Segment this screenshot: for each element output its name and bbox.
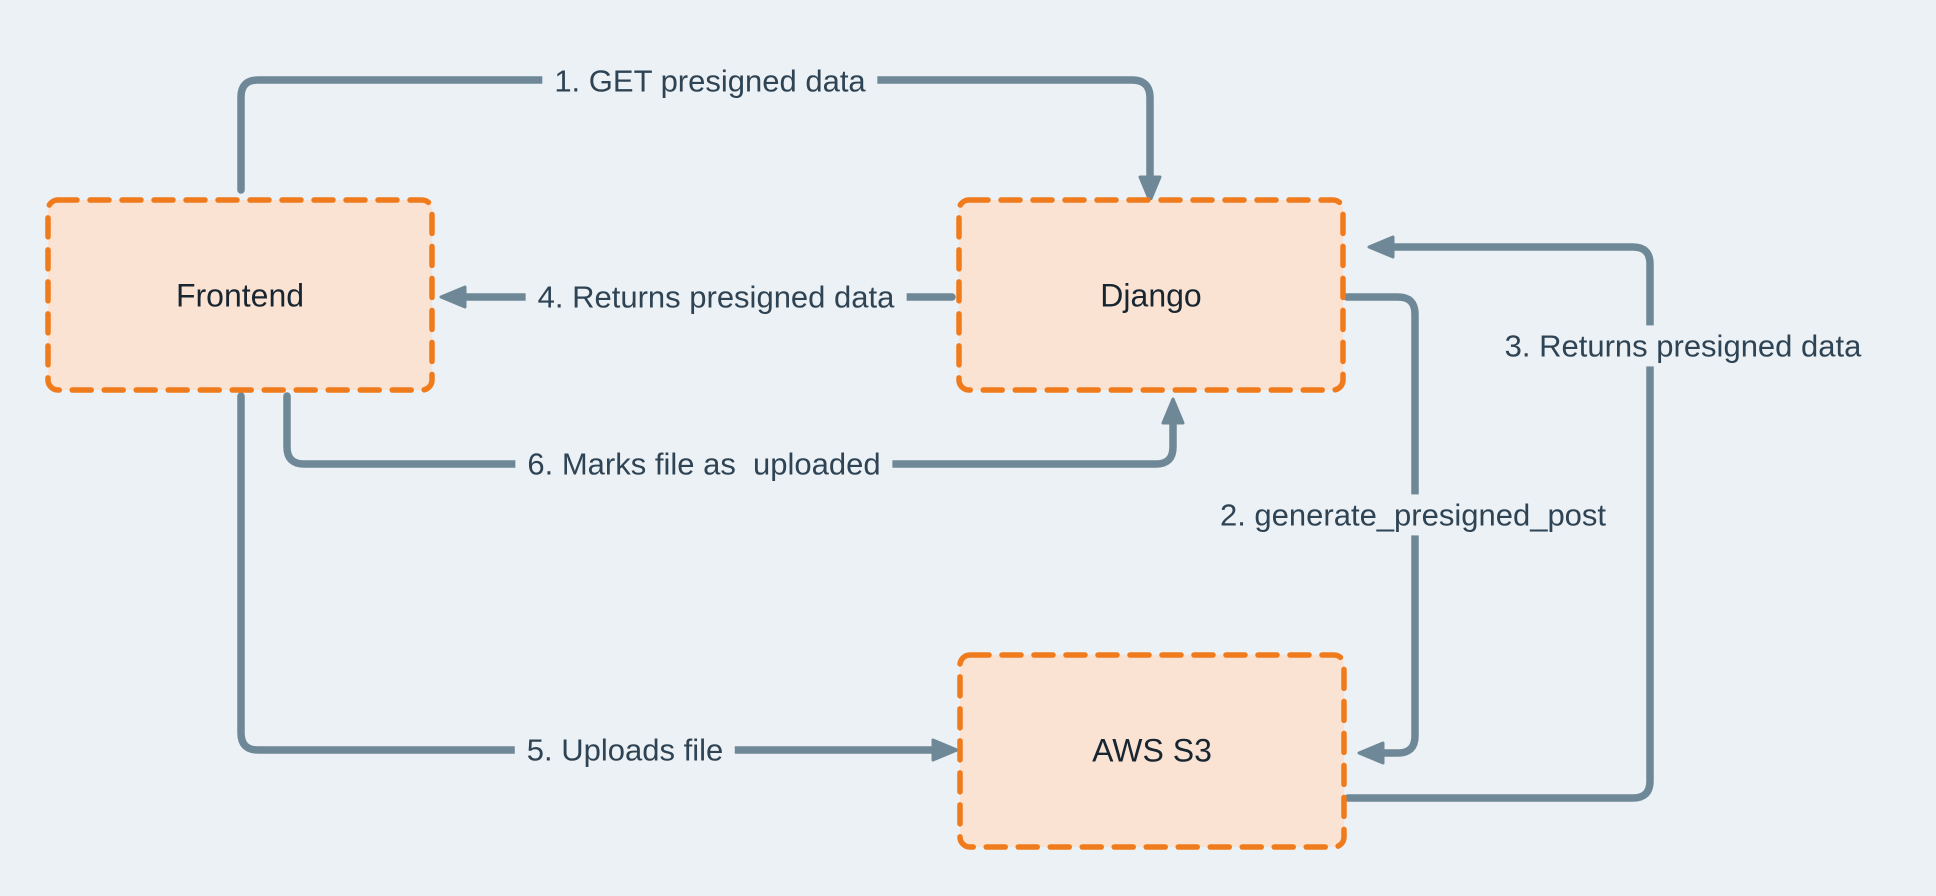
node-box-django — [956, 197, 1346, 393]
node-label-frontend: Frontend — [175, 277, 305, 314]
node-label-django: Django — [1100, 277, 1202, 314]
edge-5-frontend-to-aws-s3 — [237, 392, 959, 762]
edge-label-5-uploads-file: 5. Uploads file — [514, 729, 736, 771]
edge-label-6-marks-file-as-uploaded: 6. Marks file as uploaded — [515, 443, 893, 485]
edge-3-aws-s3-to-django — [1344, 235, 1654, 802]
node-box-aws-s3 — [957, 652, 1347, 850]
edge-label-2-generate-presigned-post: 2. generate_presigned_post — [1207, 494, 1619, 536]
node-box-frontend — [45, 197, 435, 393]
node-label-aws-s3: AWS S3 — [1092, 732, 1212, 769]
edge-label-4-returns-presigned-data: 4. Returns presigned data — [525, 276, 907, 318]
edge-label-3-returns-presigned-data: 3. Returns presigned data — [1492, 325, 1874, 367]
edge-label-1-get-presigned-data: 1. GET presigned data — [542, 60, 878, 102]
